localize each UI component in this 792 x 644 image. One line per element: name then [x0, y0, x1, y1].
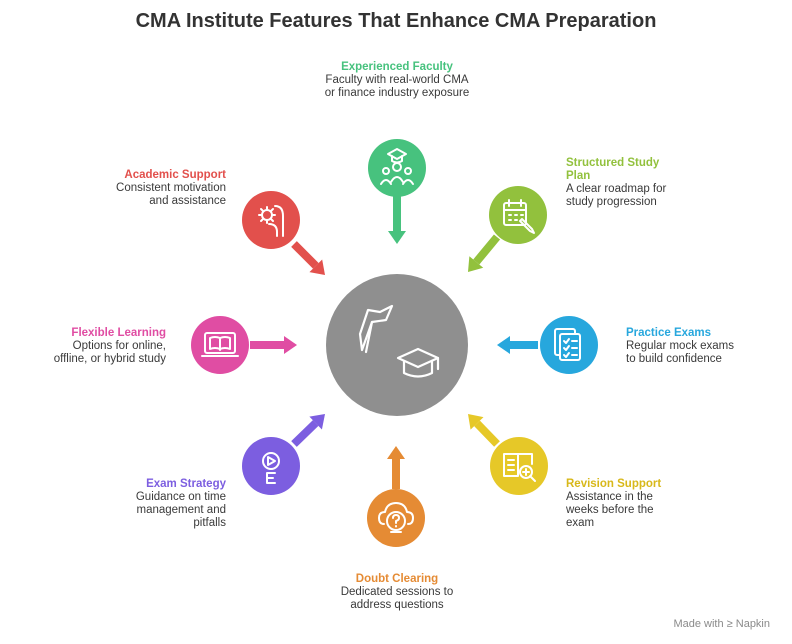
center-hub [326, 274, 468, 416]
feature-title: Doubt Clearing [355, 573, 439, 585]
feature-label-doubt-clearing: Doubt Clearing Dedicated sessions to add… [326, 573, 468, 612]
feature-title: Flexible Learning [71, 327, 166, 339]
feature-desc: Dedicated sessions to address questions [340, 586, 454, 611]
arrow-revision-support [468, 414, 500, 447]
feature-desc: Faculty with real-world CMA or finance i… [324, 74, 470, 99]
feature-label-flexible-learning: Flexible Learning Options for online, of… [38, 327, 166, 366]
strategy-icon [262, 452, 280, 484]
calendar-pencil-icon [503, 199, 535, 234]
feature-circle-experienced-faculty [368, 139, 426, 197]
feature-title: Exam Strategy [146, 478, 226, 490]
feature-label-academic-support: Academic Support Consistent motivation a… [98, 169, 226, 208]
arrow-exam-strategy [291, 414, 325, 447]
arrow-structured-study-plan [468, 234, 501, 272]
arrow-doubt-clearing [387, 446, 405, 489]
feature-label-experienced-faculty: Experienced Faculty Faculty with real-wo… [324, 61, 470, 100]
feature-desc: Guidance on time management and pitfalls [135, 491, 226, 529]
laptop-book-icon [201, 332, 239, 357]
hand-gear-icon [258, 205, 284, 237]
feature-desc: Consistent motivation and assistance [116, 182, 226, 207]
arrow-flexible-learning [250, 336, 297, 354]
feature-desc: Regular mock exams to build confidence [626, 340, 735, 365]
feature-circle-doubt-clearing [367, 489, 425, 547]
book-magnifier-icon [503, 453, 536, 482]
feature-desc: Assistance in the weeks before the exam [566, 491, 654, 529]
page-title: CMA Institute Features That Enhance CMA … [135, 10, 657, 32]
checklist-stack-icon [554, 328, 581, 361]
feature-title: Experienced Faculty [341, 61, 453, 73]
question-cloud-icon [378, 502, 414, 533]
arrow-academic-support [291, 241, 325, 275]
feature-label-practice-exams: Practice Exams Regular mock exams to bui… [626, 327, 746, 366]
arrow-practice-exams [497, 336, 538, 354]
feature-title: Structured Study Plan [566, 157, 660, 182]
feature-title: Practice Exams [626, 327, 712, 339]
notepad-graduation-cap-icon [358, 304, 440, 378]
feature-desc: Options for online, offline, or hybrid s… [53, 340, 166, 365]
feature-label-exam-strategy: Exam Strategy Guidance on time managemen… [118, 478, 226, 530]
feature-title: Revision Support [566, 478, 662, 490]
feature-title: Academic Support [124, 169, 226, 181]
feature-label-structured-study-plan: Structured Study Plan A clear roadmap fo… [566, 157, 678, 209]
napkin-watermark: Made with ≥ Napkin [673, 618, 770, 630]
teacher-students-icon [380, 148, 414, 185]
feature-circle-exam-strategy [242, 437, 300, 495]
feature-label-revision-support: Revision Support Assistance in the weeks… [566, 478, 678, 530]
arrow-experienced-faculty [388, 196, 406, 244]
feature-desc: A clear roadmap for study progression [566, 183, 667, 208]
